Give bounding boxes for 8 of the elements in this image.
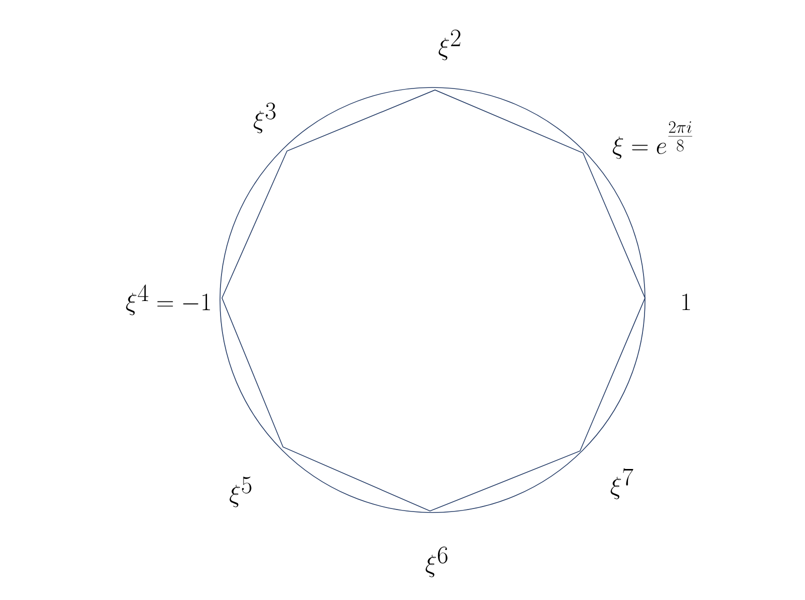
vertex-label: $\xi^{3}$: [254, 102, 276, 134]
vertex-label: $1$: [682, 294, 690, 310]
vertex-label: $\xi^{4} = -1$: [126, 284, 210, 316]
vertex-label: $\xi^{5}$: [230, 476, 252, 508]
vertex-label: $\xi^{2}$: [438, 30, 460, 60]
vertex-label: $\xi = e^{\frac{2\pi i}{8}}$: [612, 121, 692, 159]
vertex-label: $\xi^{6}$: [426, 546, 448, 578]
vertex-label: $\xi^{7}$: [610, 468, 634, 500]
